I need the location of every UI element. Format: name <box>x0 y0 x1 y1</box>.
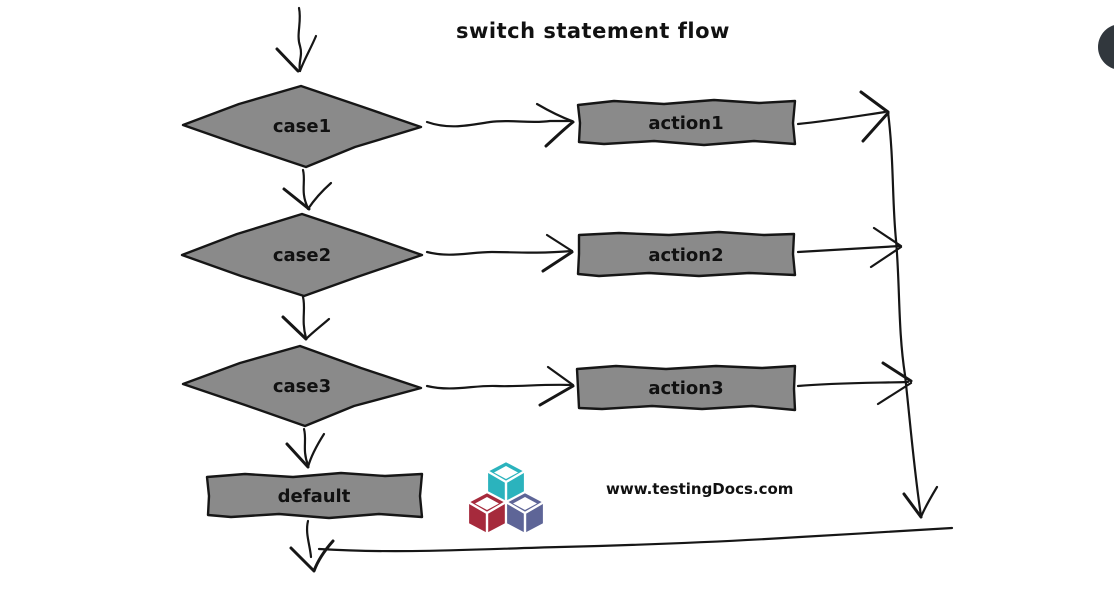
process-action2: action2 <box>574 229 798 281</box>
diamond-shape <box>181 344 423 428</box>
edge-action1-exit <box>796 90 890 143</box>
edge-case1-case2 <box>282 168 333 211</box>
edge-action2-exit <box>796 226 903 269</box>
process-label: action1 <box>648 112 724 134</box>
edge-action3-exit <box>796 361 913 406</box>
process-default: default <box>203 470 425 522</box>
decision-case3: case3 <box>179 342 425 430</box>
diagram-title: switch statement flow <box>456 19 730 43</box>
edge-case2-case3 <box>281 295 331 341</box>
process-label: action3 <box>648 377 724 399</box>
edge-case1-action1 <box>425 102 575 148</box>
right-rail-line <box>886 110 939 519</box>
decision-label: case3 <box>272 375 332 397</box>
decision-case1: case1 <box>179 82 425 170</box>
corner-circle-decoration <box>1098 24 1114 70</box>
edge-default-exit <box>289 519 335 573</box>
decision-label: case2 <box>272 244 332 266</box>
cube-teal-icon <box>485 459 527 505</box>
watermark-url: www.testingDocs.com <box>606 480 794 498</box>
diamond-shape <box>180 212 424 298</box>
process-action1: action1 <box>574 97 798 149</box>
cube-red-icon <box>466 490 508 536</box>
process-label: action2 <box>648 244 724 266</box>
rect-shape <box>576 98 797 147</box>
diamond-shape <box>181 84 423 169</box>
edge-case2-action2 <box>425 233 574 273</box>
process-label: default <box>277 485 351 507</box>
rect-shape <box>576 230 797 278</box>
rect-shape <box>205 471 424 520</box>
bottom-merge-line <box>317 526 954 553</box>
rect-shape <box>575 364 797 412</box>
cube-blue-icon <box>504 490 546 536</box>
edge-case3-action3 <box>425 365 575 407</box>
process-action3: action3 <box>574 362 798 414</box>
edge-start-case1 <box>275 6 318 73</box>
edge-case3-default <box>285 427 326 469</box>
decision-label: case1 <box>272 115 332 137</box>
decision-case2: case2 <box>179 211 425 299</box>
testingdocs-cubes-logo <box>466 459 546 536</box>
